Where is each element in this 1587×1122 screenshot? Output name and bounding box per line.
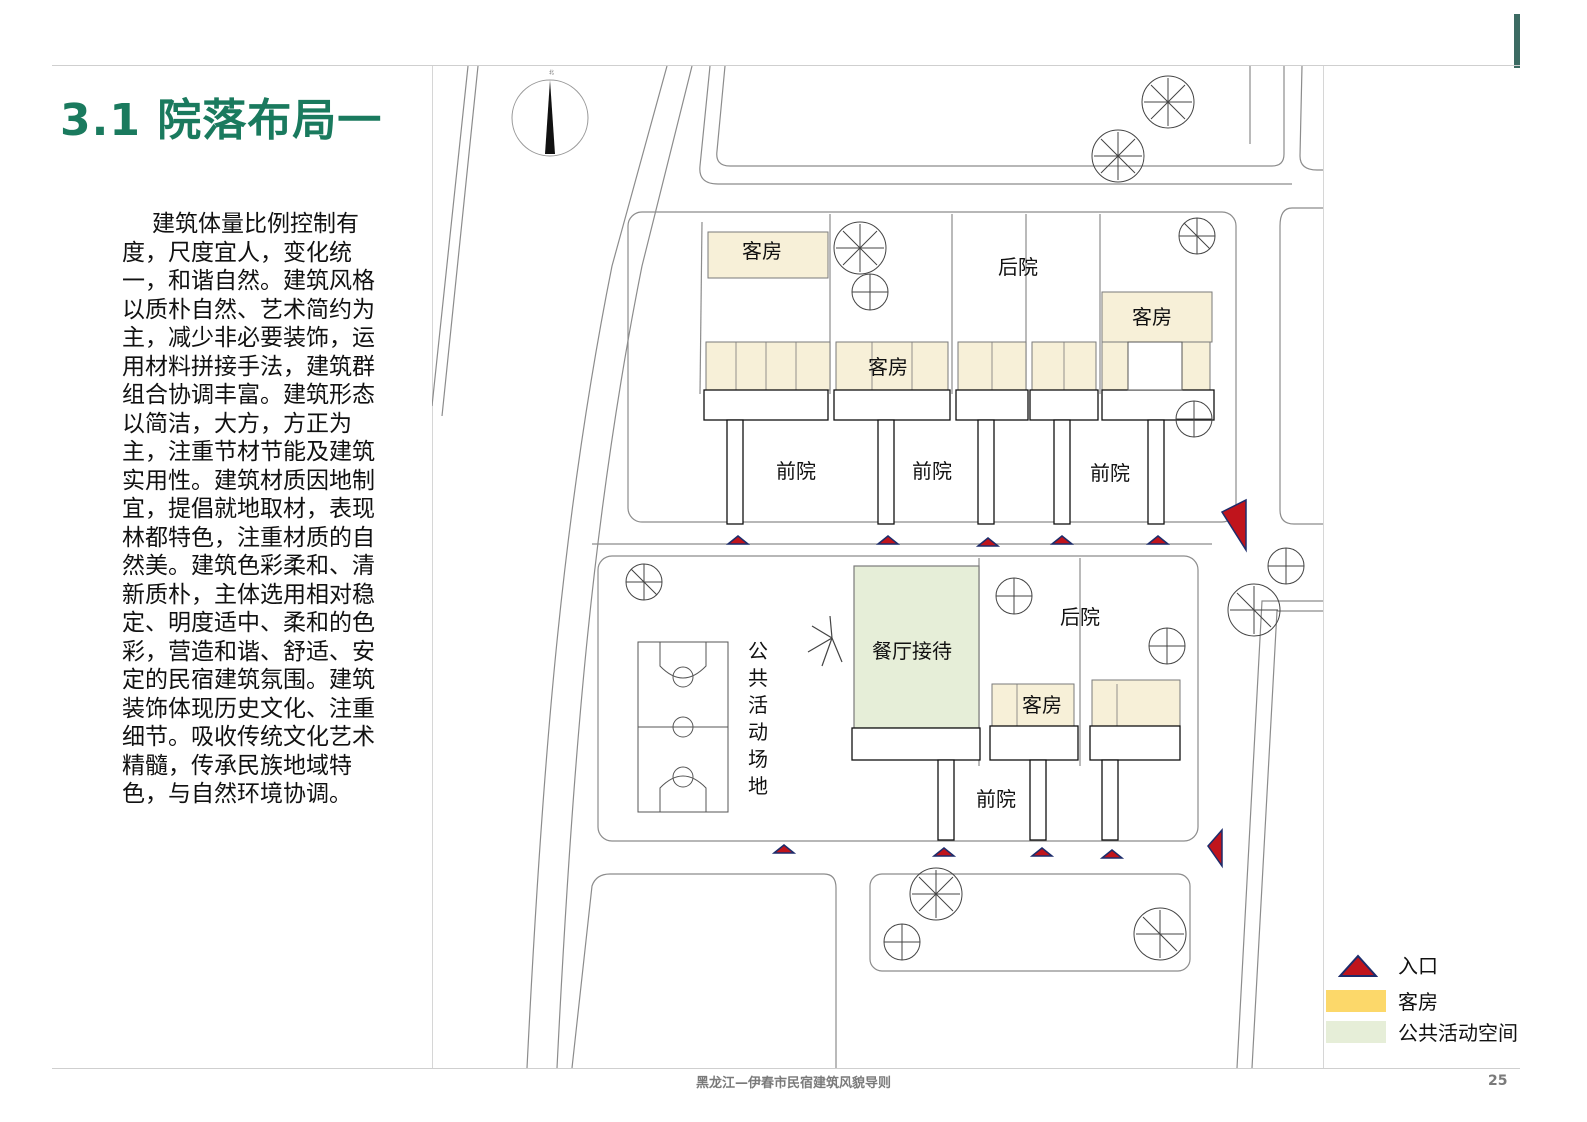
page-title: 3.1 院落布局一	[60, 95, 383, 146]
description-paragraph: 建筑体量比例控制有度，尺度宜人，变化统一，和谐自然。建筑风格以质朴自然、艺术简约…	[122, 211, 375, 807]
guest-room-block	[707, 231, 829, 279]
legend-entrance-label: 入口	[1398, 954, 1438, 978]
legend-panel	[1323, 66, 1521, 1068]
svg-text:前院: 前院	[776, 459, 816, 483]
north-arrow-icon: 北	[511, 69, 589, 157]
bottom-rule	[52, 1068, 1520, 1069]
legend-public-space: 公共活动空间	[1326, 1017, 1518, 1046]
svg-text:活: 活	[748, 693, 768, 717]
svg-text:后院: 后院	[998, 255, 1038, 279]
road-edge	[432, 66, 469, 407]
svg-text:客房: 客房	[1132, 305, 1172, 329]
svg-text:地: 地	[748, 774, 768, 798]
text-panel	[52, 66, 433, 1068]
road-edge	[526, 66, 668, 1068]
guest-room-swatch	[1326, 989, 1386, 1012]
svg-text:前院: 前院	[976, 787, 1016, 811]
site-plan: 北	[432, 66, 1323, 1068]
dining-reception-block	[853, 565, 980, 729]
svg-text:客房: 客房	[868, 355, 908, 379]
public-space-swatch	[1326, 1020, 1386, 1043]
svg-text:共: 共	[748, 666, 768, 690]
svg-text:动: 动	[748, 720, 768, 744]
accent-bar	[1514, 14, 1520, 68]
basketball-court	[637, 641, 729, 813]
entrance-triangle-icon	[1338, 954, 1378, 977]
page-number: 25	[1488, 1073, 1508, 1089]
svg-text:前院: 前院	[1090, 461, 1130, 485]
footer-caption: 黑龙江—伊春市民宿建筑风貌导则	[695, 1076, 891, 1091]
legend-entrance: 入口	[1338, 950, 1438, 979]
svg-text:北: 北	[549, 69, 554, 76]
svg-text:公: 公	[748, 639, 768, 663]
svg-text:客房: 客房	[742, 239, 782, 263]
top-rule	[52, 65, 1520, 66]
svg-text:餐厅接待: 餐厅接待	[872, 639, 952, 663]
legend-guest-room: 客房	[1326, 986, 1438, 1015]
legend-public-space-label: 公共活动空间	[1398, 1021, 1518, 1045]
svg-text:后院: 后院	[1060, 605, 1100, 629]
legend-guest-room-label: 客房	[1398, 990, 1438, 1014]
svg-text:客房: 客房	[1022, 693, 1062, 717]
svg-text:前院: 前院	[912, 459, 952, 483]
tree-icon	[1141, 75, 1195, 129]
entrance-markers	[725, 498, 1247, 869]
svg-text:场: 场	[748, 747, 768, 771]
